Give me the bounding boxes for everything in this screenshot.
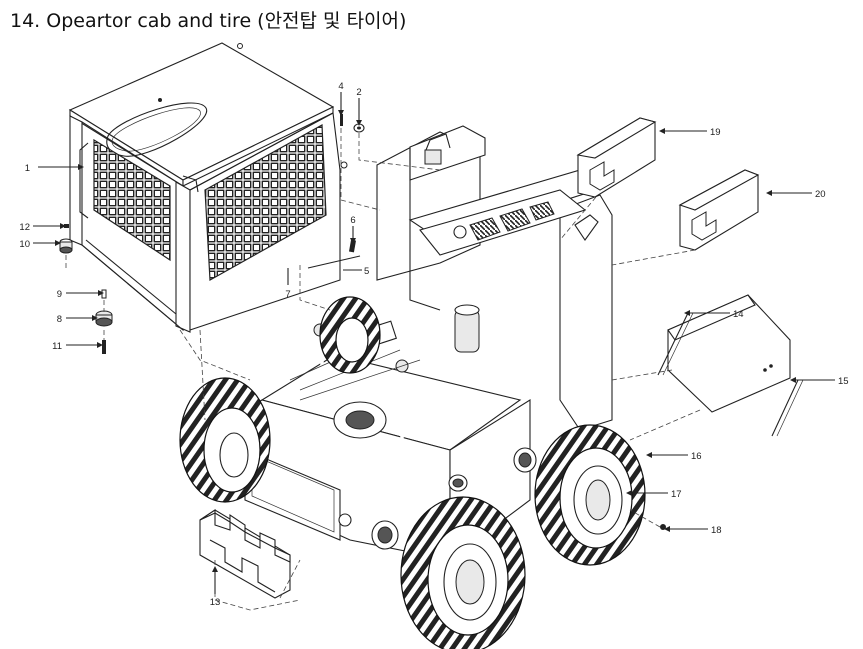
callout-11: 11 <box>52 341 62 352</box>
counterweight-20 <box>678 169 760 251</box>
alignment-lines <box>65 128 701 611</box>
callout-9: 9 <box>57 289 62 300</box>
callout-1: 1 <box>25 163 30 174</box>
callout-7: 7 <box>285 289 290 300</box>
fasteners <box>59 114 666 530</box>
tire-rear-left <box>319 296 381 374</box>
callout-19: 19 <box>710 127 721 138</box>
callout-8: 8 <box>57 314 62 325</box>
callout-16: 16 <box>691 451 702 462</box>
side-panel-14-15 <box>657 294 804 437</box>
callout-17: 17 <box>671 489 682 500</box>
step-plate-13 <box>199 508 291 599</box>
callout-4: 4 <box>338 81 343 92</box>
callout-13: 13 <box>210 597 221 608</box>
callout-5: 5 <box>364 266 369 277</box>
callout-18: 18 <box>711 525 722 536</box>
callout-12: 12 <box>19 222 30 233</box>
callout-numbers: 1 2 4 5 6 7 8 9 10 11 12 13 14 15 16 17 … <box>19 81 848 608</box>
callout-10: 10 <box>19 239 30 250</box>
counterweight-19 <box>576 117 657 198</box>
callout-14: 14 <box>733 309 744 320</box>
tire-front-left <box>179 377 271 503</box>
callout-15: 15 <box>838 376 849 387</box>
callout-2: 2 <box>356 87 361 98</box>
operator-cab <box>68 42 348 333</box>
tire-rear-right <box>534 424 646 566</box>
page-title: 14. Opeartor cab and tire (안전탑 및 타이어) <box>10 10 407 32</box>
callout-6: 6 <box>350 215 355 226</box>
callout-20: 20 <box>815 189 826 200</box>
tire-front-right <box>400 496 526 649</box>
leader-lines <box>33 92 835 594</box>
